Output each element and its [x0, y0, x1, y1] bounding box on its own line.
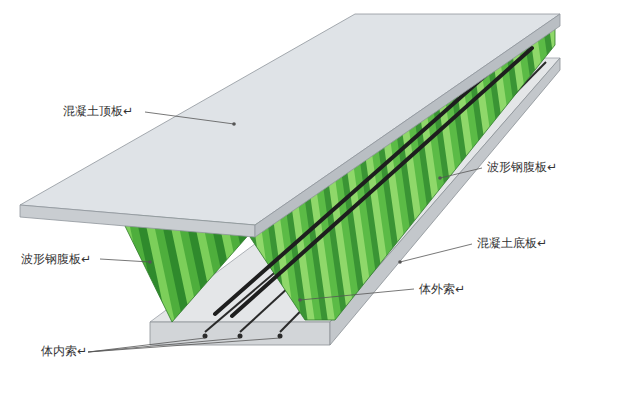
- part-label: 波形钢腹板↵: [20, 252, 92, 266]
- leader-dot: [148, 122, 442, 302]
- top-slab: [20, 14, 560, 237]
- leader-line: [88, 112, 482, 352]
- part-label: 体内索↵: [40, 344, 88, 358]
- part-label: 混凝土顶板↵: [62, 104, 134, 118]
- part-label: 波形钢腹板↵: [486, 160, 558, 174]
- part-label: 混凝土底板↵: [476, 236, 548, 250]
- tendon-dot: [203, 334, 283, 339]
- part-label: 体外索↵: [418, 282, 466, 296]
